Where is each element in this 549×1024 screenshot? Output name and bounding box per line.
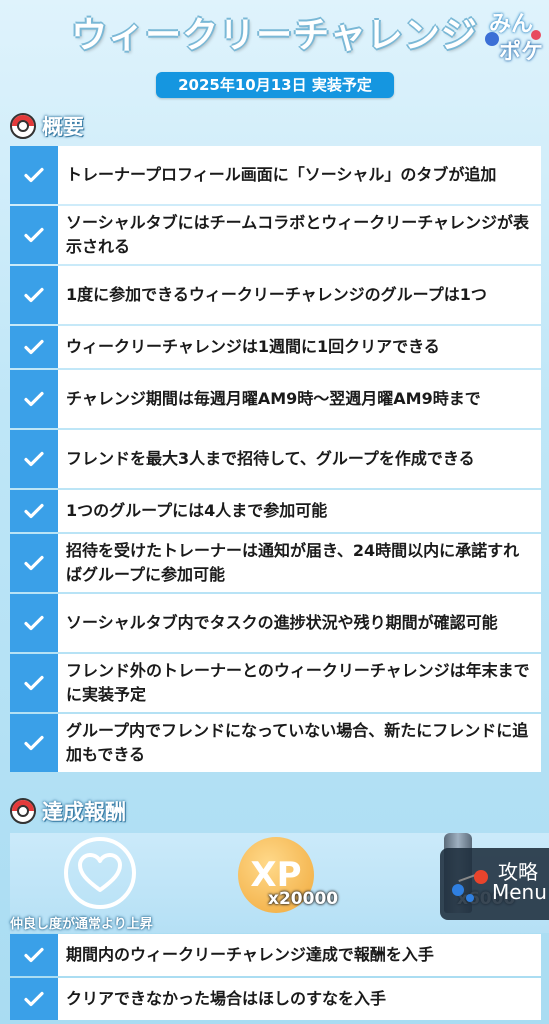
list-item: 1つのグループには4人まで参加可能 (10, 490, 541, 532)
list-item: 期間内のウィークリーチャレンジ達成で報酬を入手 (10, 934, 541, 976)
rewards-title: 達成報酬 (42, 800, 126, 824)
overview-title: 概要 (42, 115, 84, 139)
list-item-text: フレンドを最大3人まで招待して、グループを作成できる (66, 449, 475, 468)
check-icon (10, 654, 58, 712)
overview-list: トレーナープロフィール画面に「ソーシャル」のタブが追加 ソーシャルタブにはチーム… (10, 146, 541, 774)
check-icon (10, 266, 58, 324)
list-item-text: クリアできなかった場合はほしのすなを入手 (66, 989, 387, 1008)
list-item: ソーシャルタブにはチームコラボとウィークリーチャレンジが表示される (10, 206, 541, 264)
list-item-text: グループ内でフレンドになっていない場合、新たにフレンドに追加もできる (66, 721, 529, 764)
list-item: フレンド外のトレーナーとのウィークリーチャレンジは年末までに実装予定 (10, 654, 541, 712)
check-icon (10, 146, 58, 204)
menu-node-blue (452, 884, 464, 896)
check-icon (10, 534, 58, 592)
list-item: フレンドを最大3人まで招待して、グループを作成できる (10, 430, 541, 488)
check-icon (10, 490, 58, 532)
check-icon (10, 934, 58, 976)
page-title: ウィークリーチャレンジ (71, 15, 478, 56)
check-icon (10, 714, 58, 772)
list-item-text: ソーシャルタブにはチームコラボとウィークリーチャレンジが表示される (66, 213, 530, 256)
overview-header: 概要 (10, 111, 84, 141)
check-icon (10, 978, 58, 1020)
list-item-text: チャレンジ期間は毎週月曜AM9時〜翌週月曜AM9時まで (66, 389, 481, 408)
check-icon (10, 430, 58, 488)
release-date-badge: 2025年10月13日 実装予定 (156, 72, 394, 98)
check-icon (10, 206, 58, 264)
check-icon (10, 370, 58, 428)
list-item-text: 1度に参加できるウィークリーチャレンジのグループは1つ (66, 285, 487, 304)
xp-icon: XP (238, 837, 314, 913)
pokeball-icon (10, 113, 36, 139)
logo-dot-blue (485, 32, 499, 46)
pokeball-icon (10, 798, 36, 824)
check-icon (10, 594, 58, 652)
logo-text-line1: みん (489, 12, 534, 37)
logo-dot-red (531, 30, 541, 40)
list-item-text: ウィークリーチャレンジは1週間に1回クリアできる (66, 337, 440, 356)
xp-count: x20000 (268, 889, 339, 909)
menu-label-line1: 攻略 (498, 860, 538, 884)
menu-node-red (474, 870, 488, 884)
list-item: グループ内でフレンドになっていない場合、新たにフレンドに追加もできる (10, 714, 541, 772)
menu-node-blue-small (466, 894, 474, 902)
list-item-text: トレーナープロフィール画面に「ソーシャル」のタブが追加 (66, 165, 497, 184)
list-item-text: 1つのグループには4人まで参加可能 (66, 501, 328, 520)
list-item-text: ソーシャルタブ内でタスクの進捗状況や残り期間が確認可能 (66, 613, 498, 632)
list-item: 1度に参加できるウィークリーチャレンジのグループは1つ (10, 266, 541, 324)
guide-menu-button[interactable]: 攻略 Menu (440, 848, 549, 920)
list-item: 招待を受けたトレーナーは通知が届き、24時間以内に承諾すればグループに参加可能 (10, 534, 541, 592)
logo-text-line2: ポケ (499, 40, 544, 65)
site-logo[interactable]: みん ポケ (485, 4, 547, 65)
list-item: ウィークリーチャレンジは1週間に1回クリアできる (10, 326, 541, 368)
list-item: チャレンジ期間は毎週月曜AM9時〜翌週月曜AM9時まで (10, 370, 541, 428)
rewards-header: 達成報酬 (10, 796, 126, 826)
list-item: クリアできなかった場合はほしのすなを入手 (10, 978, 541, 1020)
heart-icon (64, 837, 136, 909)
list-item-text: フレンド外のトレーナーとのウィークリーチャレンジは年末までに実装予定 (66, 661, 530, 704)
list-item-text: 期間内のウィークリーチャレンジ達成で報酬を入手 (66, 945, 434, 964)
list-item: ソーシャルタブ内でタスクの進捗状況や残り期間が確認可能 (10, 594, 541, 652)
check-icon (10, 326, 58, 368)
list-item: トレーナープロフィール画面に「ソーシャル」のタブが追加 (10, 146, 541, 204)
friendship-caption: 仲良し度が通常より上昇 (10, 917, 153, 932)
menu-label-line2: Menu (492, 880, 547, 904)
list-item-text: 招待を受けたトレーナーは通知が届き、24時間以内に承諾すればグループに参加可能 (66, 541, 520, 584)
rewards-list: 期間内のウィークリーチャレンジ達成で報酬を入手 クリアできなかった場合はほしのす… (10, 934, 541, 1022)
